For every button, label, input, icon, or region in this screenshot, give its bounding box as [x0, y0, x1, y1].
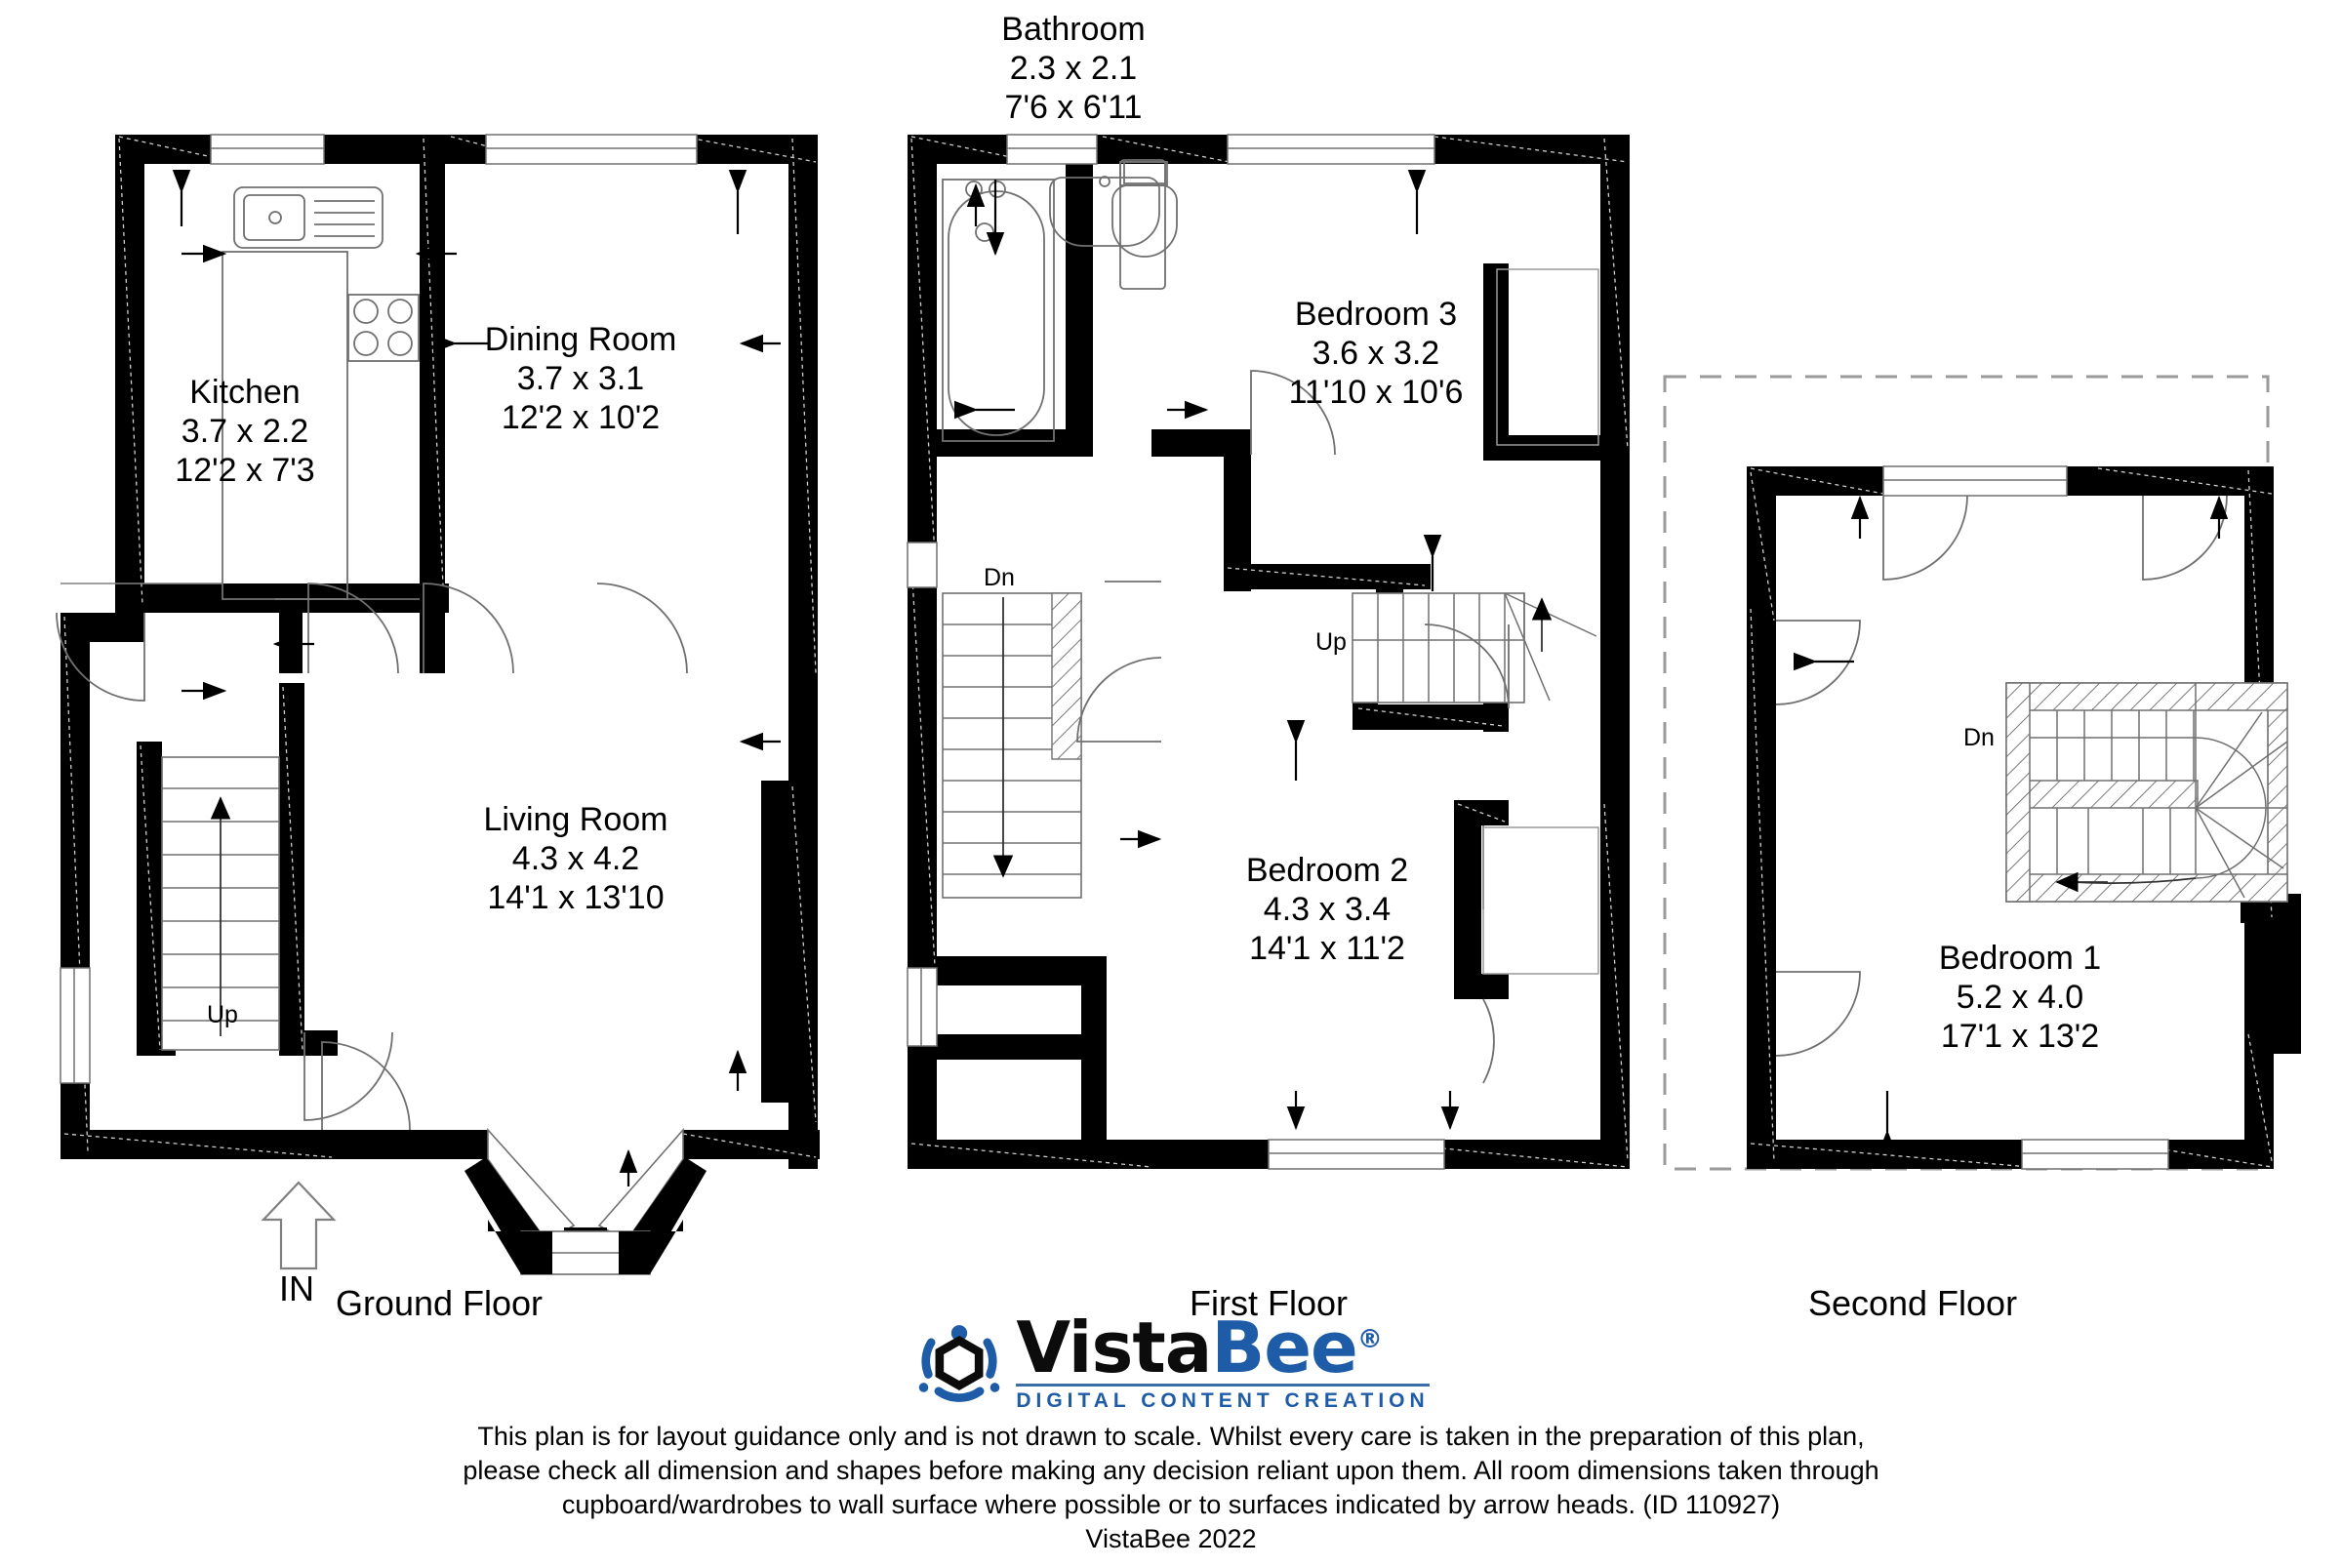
dining-room-metric: 3.7 x 3.1 — [516, 360, 645, 398]
door-top-left — [1882, 495, 1968, 581]
door-bedroom3 — [1424, 623, 1510, 709]
vistabee-wordmark: VistaBee® — [1016, 1312, 1429, 1383]
ground-stair-up-label: Up — [207, 1001, 238, 1028]
second-stair-dn-label: Dn — [1963, 724, 1995, 751]
disclaimer-line-2: please check all dimension and shapes be… — [463, 1456, 1879, 1486]
door-entrance — [321, 1041, 411, 1131]
room-label-bedroom-3: Bedroom 3 3.6 x 3.2 11'10 x 10'6 — [1220, 295, 1532, 412]
bedroom-3-imperial: 11'10 x 10'6 — [1288, 374, 1464, 412]
floor-title-second: Second Floor — [1807, 1283, 2018, 1323]
door-dining — [423, 583, 514, 674]
room-label-bedroom-1: Bedroom 1 5.2 x 4.0 17'1 x 13'2 — [1864, 939, 2176, 1056]
kitchen-sink — [233, 186, 384, 249]
room-label-living-room: Living Room 4.3 x 4.2 14'1 x 13'10 — [420, 800, 732, 917]
bathroom-name: Bathroom — [1001, 11, 1146, 48]
room-label-bedroom-2: Bedroom 2 4.3 x 3.4 14'1 x 11'2 — [1171, 851, 1483, 968]
first-floor-plan — [907, 134, 1630, 1170]
entrance-arrow — [261, 1181, 337, 1270]
bathroom-imperial: 7'6 x 6'11 — [1004, 89, 1143, 127]
bedroom-2-imperial: 14'1 x 11'2 — [1249, 930, 1405, 968]
bedroom-1-imperial: 17'1 x 13'2 — [1940, 1018, 2100, 1056]
bedroom-3-metric: 3.6 x 3.2 — [1312, 335, 1440, 373]
door-top-right — [2142, 495, 2228, 581]
living-room-name: Living Room — [483, 801, 668, 838]
dining-room-imperial: 12'2 x 10'2 — [501, 399, 661, 437]
disclaimer-line-3: cupboard/wardrobes to wall surface where… — [561, 1490, 1781, 1520]
second-floor-winder-staircase — [2005, 682, 2288, 903]
logo-divider — [1016, 1384, 1430, 1387]
room-label-bathroom: Bathroom 2.3 x 2.1 7'6 x 6'11 — [927, 10, 1220, 127]
bathroom-fixture-fix — [1119, 161, 1168, 186]
logo-tagline: DIGITAL CONTENT CREATION — [1016, 1389, 1430, 1413]
ground-floor-windows — [60, 134, 698, 1084]
bathroom-fixtures — [942, 159, 1178, 442]
bedroom-2-name: Bedroom 2 — [1245, 852, 1409, 889]
bedroom-2-metric: 4.3 x 3.4 — [1263, 891, 1392, 929]
first-floor-windows — [907, 134, 1445, 1170]
kitchen-fixtures — [222, 186, 420, 600]
dining-room-name: Dining Room — [484, 321, 677, 358]
bedroom-1-metric: 5.2 x 4.0 — [1956, 979, 2084, 1017]
disclaimer-line-1: This plan is for layout guidance only an… — [477, 1422, 1865, 1451]
living-room-imperial: 14'1 x 13'10 — [487, 879, 665, 917]
kitchen-imperial: 12'2 x 7'3 — [175, 452, 315, 490]
kitchen-hob — [347, 294, 420, 362]
door-under-stair — [303, 1031, 393, 1121]
door-hall-left — [307, 583, 399, 674]
ground-floor-staircase — [161, 756, 280, 1051]
ground-floor-doors — [56, 583, 688, 1131]
registered-mark-icon: ® — [1356, 1324, 1383, 1354]
vistabee-logo: VistaBee® DIGITAL CONTENT CREATION — [0, 1306, 2342, 1421]
second-floor-plan — [1663, 375, 2301, 1171]
entrance-in-label: IN — [279, 1268, 314, 1308]
door-kitchen — [56, 612, 145, 702]
vistabee-hexagon-icon — [919, 1325, 1000, 1402]
door-bedroom1-upper — [1775, 620, 1861, 705]
kitchen-metric: 3.7 x 2.2 — [181, 413, 309, 451]
door-bathroom — [1250, 370, 1336, 456]
logo-word-bee: Bee — [1211, 1306, 1358, 1388]
ground-floor-plan — [56, 134, 820, 1275]
wash-basin — [1049, 177, 1160, 247]
first-stair-dn-label: Dn — [984, 564, 1015, 591]
first-dimension-arrows — [954, 170, 1460, 1131]
second-dimension-arrows — [1794, 495, 2229, 1153]
bedroom-1-name: Bedroom 1 — [1938, 940, 2102, 977]
room-label-dining-room: Dining Room 3.7 x 3.1 12'2 x 10'2 — [420, 320, 742, 437]
first-floor-cupboard-lines — [1482, 268, 1599, 975]
living-room-metric: 4.3 x 4.2 — [511, 840, 640, 878]
ground-floor-bay-window — [464, 1127, 707, 1275]
first-floor-staircase-down — [942, 592, 1082, 899]
floor-title-first: First Floor — [1190, 1283, 1348, 1323]
kitchen-name: Kitchen — [189, 374, 301, 411]
first-stair-up-label: Up — [1315, 628, 1347, 656]
ground-dimension-arrows — [172, 170, 781, 1186]
door-bedroom1-lower — [1775, 971, 1861, 1057]
first-wall-hatch — [910, 136, 1629, 1168]
logo-word-vista: Vista — [1016, 1306, 1212, 1388]
first-floor-staircase-up — [1352, 592, 1597, 704]
wall-hatch-lines — [63, 136, 817, 1158]
floor-title-ground: Ground Floor — [335, 1283, 544, 1323]
bedroom-3-name: Bedroom 3 — [1294, 296, 1458, 333]
disclaimer-line-4: VistaBee 2022 — [1085, 1524, 1257, 1554]
ground-leader-lines — [61, 583, 420, 600]
bathtub-outline — [942, 179, 1055, 442]
door-landing — [1076, 657, 1162, 743]
bathroom-metric: 2.3 x 2.1 — [1009, 50, 1138, 88]
door-bedroom2 — [1482, 998, 1495, 1084]
toilet-cistern — [1123, 161, 1166, 184]
disclaimer-text: This plan is for layout guidance only an… — [0, 1420, 2342, 1556]
toilet-pan — [1111, 184, 1178, 258]
second-floor-windows — [1882, 465, 2169, 1170]
room-label-kitchen: Kitchen 3.7 x 2.2 12'2 x 7'3 — [123, 373, 367, 490]
